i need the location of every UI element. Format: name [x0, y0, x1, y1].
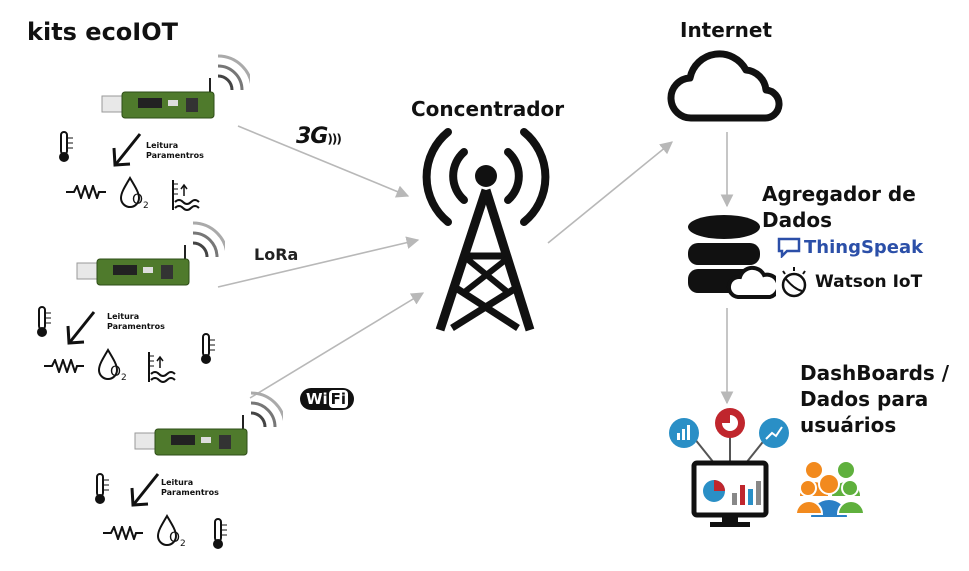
kit-1 [100, 48, 254, 128]
arrow-kit2-to-concentrador [217, 236, 420, 288]
arrow-concentrador-to-internet [547, 141, 673, 244]
board-icon [134, 391, 287, 456]
thermometer-icon [52, 130, 76, 168]
database-icon [686, 213, 781, 312]
thermometer-icon [30, 305, 54, 343]
kit-2 [75, 215, 229, 295]
board-icon [101, 54, 254, 119]
wifi-waves-icon [250, 391, 287, 428]
resistor-icon [103, 523, 143, 544]
kit-3 [133, 385, 287, 465]
resistor-icon [66, 182, 106, 203]
watson-globe-icon [781, 267, 807, 298]
people-icon [794, 458, 868, 528]
water-level-icon [170, 178, 204, 216]
wifi-waves-icon [192, 221, 229, 258]
o2-drop-icon: O2 [118, 176, 158, 212]
cloud-icon [666, 50, 792, 129]
o2-drop-icon: O2 [96, 348, 136, 384]
watson-logo: Watson IoT [776, 265, 922, 299]
thermometer-icon [194, 332, 218, 370]
thermometer-icon [88, 472, 112, 510]
water-level-icon [146, 350, 180, 388]
concentrador-title: Concentrador [411, 97, 565, 121]
arrow-kit3-to-concentrador [249, 292, 425, 399]
link-3g-label: 3G))) [296, 124, 342, 149]
resistor-icon [44, 356, 84, 377]
antenna-tower-icon [418, 118, 558, 342]
o2-drop-icon: O2 [155, 514, 195, 550]
thingspeak-logo: ThingSpeak [776, 236, 923, 258]
page-title: kits ecoIOT [27, 18, 178, 46]
monitor-chart-icon [664, 405, 796, 539]
watson-label: Watson IoT [815, 272, 923, 292]
chat-bubble-icon [777, 237, 801, 258]
thingspeak-label: ThingSpeak [804, 236, 924, 258]
thermometer-icon [206, 517, 230, 555]
reading-arrow-icon [110, 130, 144, 174]
arrow-kit1-to-concentrador [237, 125, 410, 198]
reading-arrow-icon [128, 470, 162, 514]
reading-arrow-icon [64, 308, 98, 352]
link-lora-label: LoRa [254, 245, 299, 264]
wifi-waves-icon [217, 54, 254, 91]
internet-title: Internet [680, 18, 773, 42]
board-icon [76, 221, 229, 286]
